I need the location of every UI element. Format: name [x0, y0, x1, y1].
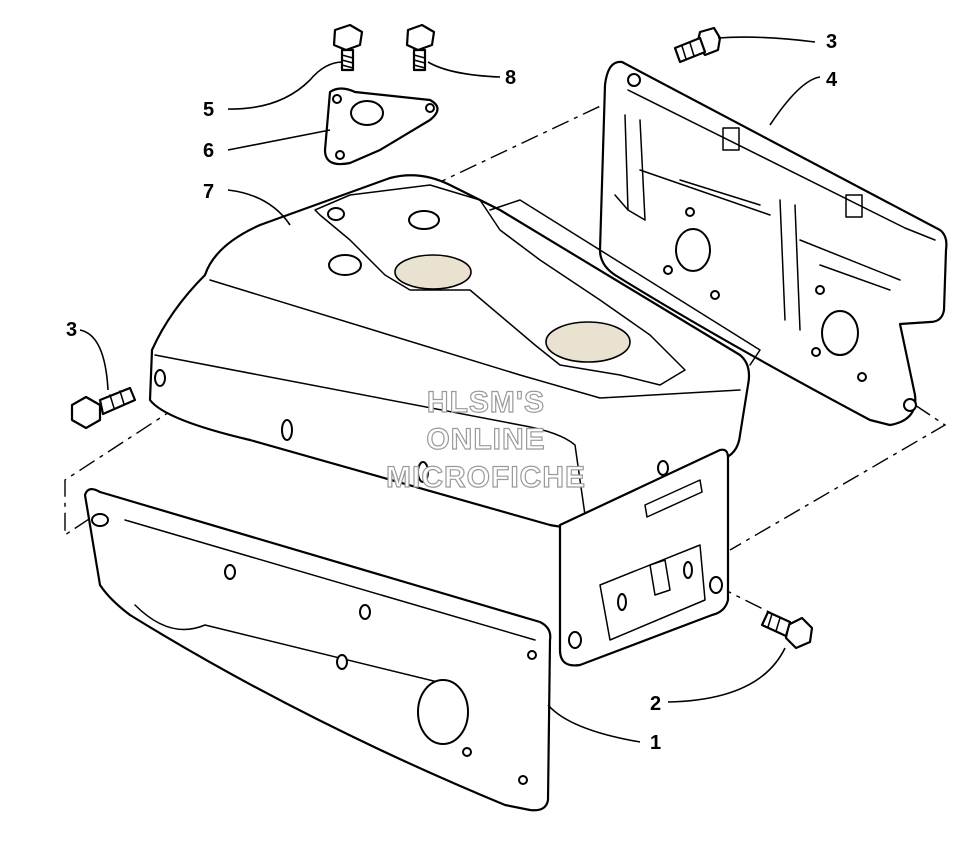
callout-3-left: 3	[66, 319, 77, 341]
watermark-line-2: ONLINE	[426, 423, 545, 456]
callout-6: 6	[203, 140, 214, 162]
leader-lines	[79, 36, 821, 743]
watermark-line-1: HLSM'S	[427, 386, 545, 419]
callout-3-top: 3	[826, 31, 837, 53]
callout-1: 1	[650, 732, 661, 754]
side-bracket	[558, 448, 730, 667]
watermark: HLSM'S ONLINE MICROFICHE	[385, 385, 586, 494]
main-cover	[148, 174, 761, 529]
callout-2: 2	[650, 693, 661, 715]
rear-mounting-plate	[598, 60, 948, 427]
bolt-2	[760, 610, 814, 650]
small-plate-bracket	[323, 87, 439, 166]
watermark-line-3: MICROFICHE	[386, 461, 586, 494]
callout-5: 5	[203, 99, 214, 121]
bolt-5	[332, 23, 364, 72]
callout-8: 8	[505, 67, 516, 89]
bolt-8	[405, 23, 436, 72]
bottom-bracket	[83, 488, 552, 812]
bolt-3-top	[673, 26, 722, 64]
bolt-3-left	[70, 386, 137, 430]
callout-4: 4	[826, 69, 838, 91]
callout-7: 7	[203, 181, 214, 203]
